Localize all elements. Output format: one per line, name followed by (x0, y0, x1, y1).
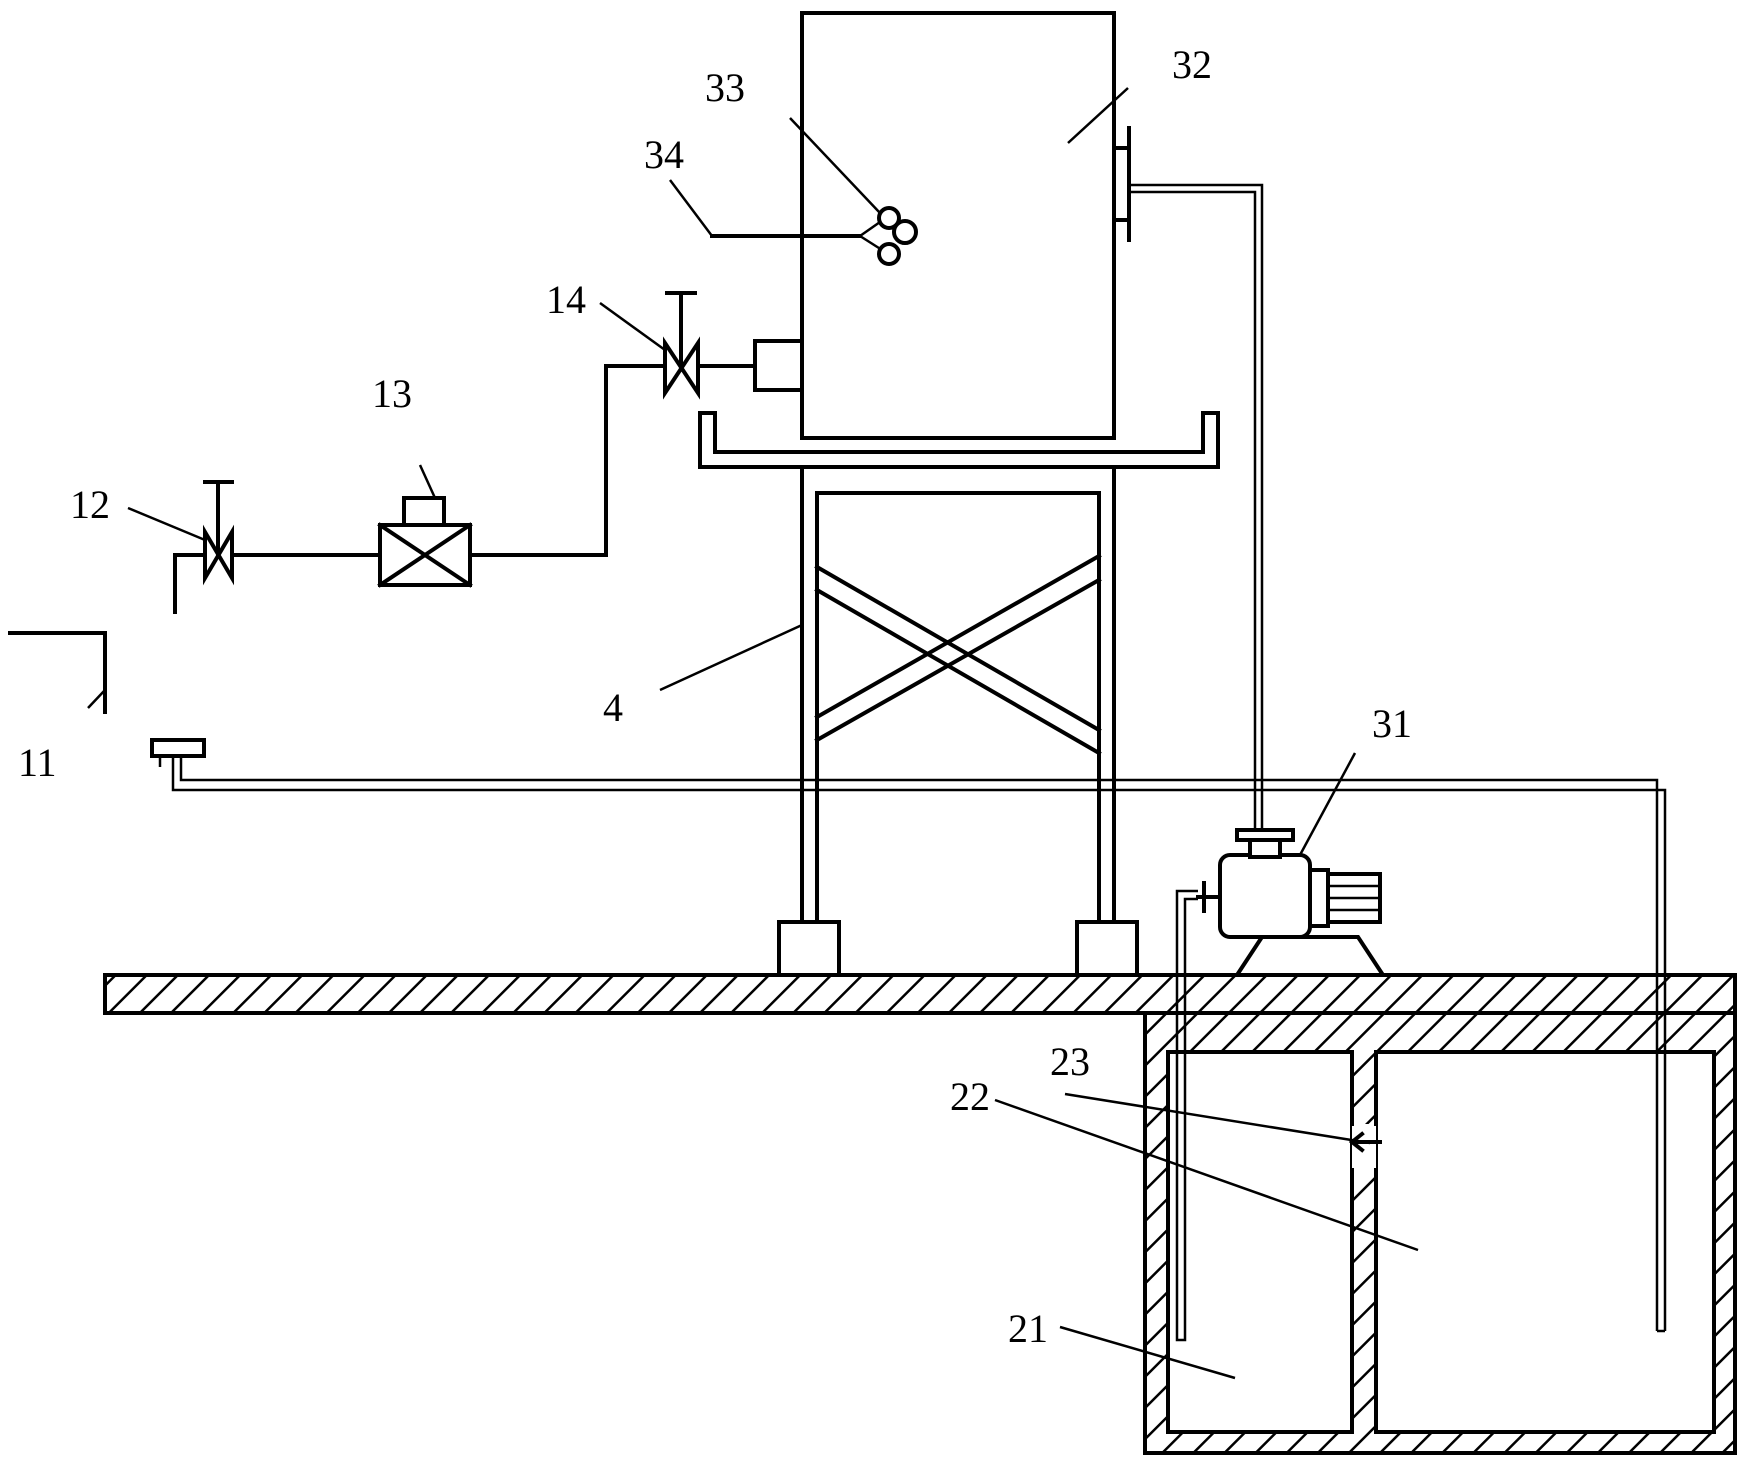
pump-suction-pipe (1175, 889, 1198, 1342)
label-4: 4 (603, 685, 623, 730)
support-stand (777, 465, 1139, 977)
valve-14-icon (663, 291, 700, 400)
underground-tank (1143, 1011, 1737, 1455)
labels: 11 12 13 14 33 34 32 4 31 23 22 21 (18, 42, 1412, 1351)
ground-slab (103, 973, 1737, 1015)
pump-icon (1196, 828, 1387, 977)
main-tank (800, 11, 1116, 440)
drain-return-pipe (171, 756, 1667, 1333)
label-34: 34 (644, 132, 684, 177)
pump-discharge-pipe (1129, 183, 1264, 830)
label-14: 14 (546, 277, 586, 322)
label-21: 21 (1008, 1306, 1048, 1351)
inlet-fitting (753, 339, 804, 392)
label-33: 33 (705, 65, 745, 110)
label-22: 22 (950, 1074, 990, 1119)
supply-pipe (173, 364, 757, 614)
settling-chamber (1166, 1050, 1354, 1434)
label-31: 31 (1372, 701, 1412, 746)
clear-water-chamber (1374, 1050, 1716, 1434)
drain-basin (8, 631, 206, 767)
valve-12-icon (203, 480, 234, 586)
label-12: 12 (70, 482, 110, 527)
leader-lines (87, 87, 1419, 1380)
label-23: 23 (1050, 1039, 1090, 1084)
label-32: 32 (1172, 42, 1212, 87)
support-tray (698, 411, 1220, 469)
solenoid-valve-13-icon (377, 496, 473, 588)
outlet-flange (1112, 126, 1131, 242)
spray-nozzle-icon (710, 206, 918, 266)
label-11: 11 (18, 740, 57, 785)
label-13: 13 (372, 371, 412, 416)
